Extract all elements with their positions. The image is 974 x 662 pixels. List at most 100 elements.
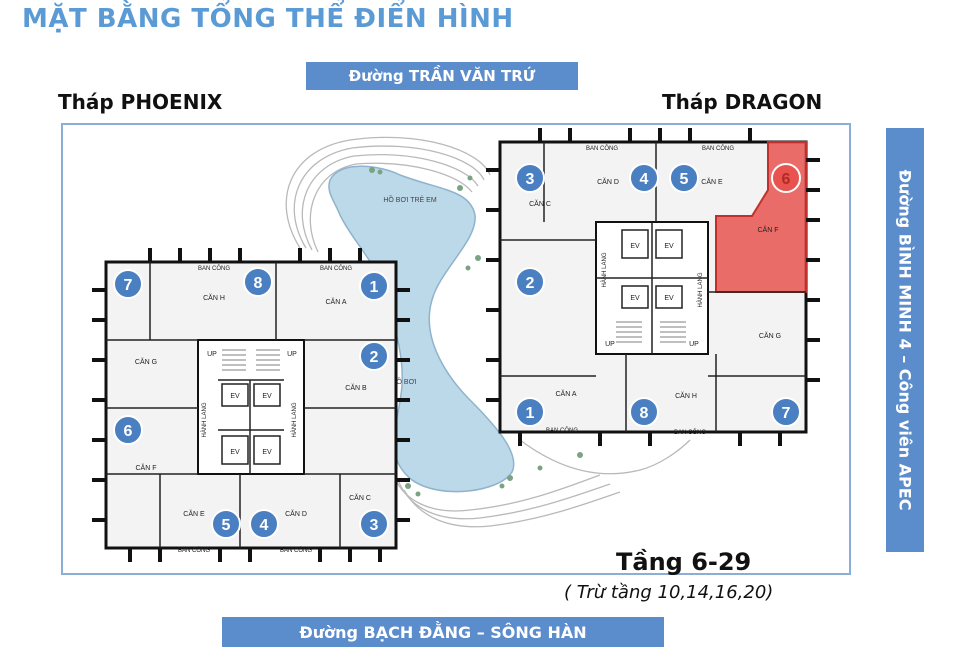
site-frame <box>61 123 851 575</box>
phoenix-balcony-bottom-2: BAN CÔNG <box>280 547 312 554</box>
phoenix-badge-number-3: 3 <box>370 517 379 534</box>
phoenix-badge-numbers: 1 2 3 4 5 6 7 8 <box>124 275 379 534</box>
phoenix-walls <box>106 262 396 548</box>
phoenix-badge-number-6: 6 <box>124 423 133 440</box>
wall-fins <box>92 128 820 562</box>
phoenix-corridor-label-2: HÀNH LANG <box>291 402 298 437</box>
dragon-unit-name-f: CĂN F <box>758 225 779 234</box>
dragon-badge-number-1: 1 <box>526 405 535 422</box>
phoenix-badge-number-4: 4 <box>260 517 269 534</box>
dragon-badge-1 <box>515 397 545 427</box>
dragon-badge-number-6: 6 <box>782 171 791 188</box>
dragon-badge-number-4: 4 <box>640 171 649 188</box>
road-east-label: Đường BÌNH MINH 4 – Công viên APEC <box>886 128 924 552</box>
phoenix-elevator-1 <box>221 383 249 407</box>
phoenix-unit-name-d: CĂN D <box>285 509 307 518</box>
dragon-tower: EV EV EV EV UP UP HÀNH LANG HÀNH LANG BA… <box>498 140 808 436</box>
dragon-tower-title: Tháp DRAGON <box>662 90 823 114</box>
phoenix-badge-3 <box>359 509 389 539</box>
phoenix-badge-8 <box>243 267 273 297</box>
floor-range-label: Tầng 6-29 <box>616 548 752 576</box>
phoenix-unit-name-f: CĂN F <box>136 463 157 472</box>
floor-exception-note: ( Trừ tầng 10,14,16,20) <box>564 582 774 603</box>
phoenix-elevator-2 <box>253 383 281 407</box>
dragon-badge-number-7: 7 <box>782 405 791 422</box>
dragon-ev-label-1: EV <box>630 243 640 250</box>
phoenix-badge-7 <box>113 269 143 299</box>
phoenix-badge-5 <box>211 509 241 539</box>
dragon-ev-label-4: EV <box>664 295 674 302</box>
dragon-balcony-bottom-2: BAN CÔNG <box>674 429 706 436</box>
dragon-unit-badges <box>515 163 801 427</box>
dragon-badge-number-8: 8 <box>640 405 649 422</box>
phoenix-unit-name-h: CĂN H <box>203 293 225 302</box>
phoenix-unit-name-a: CĂN A <box>325 297 346 306</box>
phoenix-badge-number-5: 5 <box>222 517 231 534</box>
dragon-corridor-label-1: HÀNH LANG <box>601 252 608 287</box>
dragon-unit-name-e: CĂN E <box>701 177 723 186</box>
dragon-unit-name-c: CĂN C <box>529 199 551 208</box>
phoenix-badge-number-8: 8 <box>254 275 263 292</box>
dragon-badge-7 <box>771 397 801 427</box>
landscape-paths <box>285 136 691 528</box>
phoenix-badge-4 <box>249 509 279 539</box>
dragon-elevator-3 <box>621 285 649 309</box>
phoenix-corridor-label-1: HÀNH LANG <box>201 402 208 437</box>
phoenix-balcony-top-1: BAN CÔNG <box>198 265 230 272</box>
kids-pool-label: HỒ BƠI TRẺ EM <box>383 194 436 204</box>
dragon-badge-number-5: 5 <box>680 171 689 188</box>
phoenix-unit-name-c: CĂN C <box>349 493 371 502</box>
dragon-unit-name-h: CĂN H <box>675 391 697 400</box>
phoenix-unit-name-b: CĂN B <box>345 383 367 392</box>
dragon-badge-numbers: 1 2 3 4 5 6 7 8 <box>526 171 791 422</box>
phoenix-badge-number-2: 2 <box>370 349 379 366</box>
phoenix-badge-number-7: 7 <box>124 277 133 294</box>
dragon-elevator-4 <box>655 285 683 309</box>
road-south-label: Đường BẠCH ĐẰNG – SÔNG HÀN <box>222 617 664 647</box>
dragon-badge-number-3: 3 <box>526 171 535 188</box>
dragon-unit-name-g: CĂN G <box>759 331 781 340</box>
dragon-up-label-2: UP <box>689 341 699 348</box>
dragon-badge-8 <box>629 397 659 427</box>
phoenix-badge-2 <box>359 341 389 371</box>
page-title: MẶT BẰNG TỔNG THỂ ĐIỂN HÌNH <box>22 4 514 34</box>
phoenix-core <box>197 339 305 475</box>
phoenix-unit-name-g: CĂN G <box>135 357 157 366</box>
phoenix-elevator-3 <box>221 435 249 465</box>
dragon-elevator-1 <box>621 229 649 259</box>
phoenix-ev-label-2: EV <box>262 393 272 400</box>
dragon-badge-4 <box>629 163 659 193</box>
dragon-unit-name-d: CĂN D <box>597 177 619 186</box>
phoenix-unit-name-e: CĂN E <box>183 509 205 518</box>
dragon-badge-2 <box>515 267 545 297</box>
phoenix-up-label-1: UP <box>207 351 217 358</box>
dragon-badge-3 <box>515 163 545 193</box>
phoenix-elevator-4 <box>253 435 281 465</box>
dragon-badge-6 <box>771 163 801 193</box>
phoenix-badge-1 <box>359 271 389 301</box>
phoenix-balcony-bottom-1: BAN CÔNG <box>178 547 210 554</box>
road-north-label: Đường TRẦN VĂN TRỨ <box>306 62 578 90</box>
phoenix-badge-number-1: 1 <box>370 279 379 296</box>
phoenix-badge-6 <box>113 415 143 445</box>
phoenix-ev-label-3: EV <box>230 449 240 456</box>
dragon-unit-name-a: CĂN A <box>555 389 576 398</box>
phoenix-ev-label-1: EV <box>230 393 240 400</box>
main-pool-label: HỒ BƠI <box>391 376 416 386</box>
dragon-ev-label-3: EV <box>630 295 640 302</box>
dragon-balcony-top-2: BAN CÔNG <box>702 145 734 152</box>
dragon-corridor-label-2: HÀNH LANG <box>697 272 704 307</box>
phoenix-tower-title: Tháp PHOENIX <box>58 90 223 114</box>
phoenix-ev-label-4: EV <box>262 449 272 456</box>
dragon-ev-label-2: EV <box>664 243 674 250</box>
vegetation <box>369 167 583 497</box>
phoenix-balcony-top-2: BAN CÔNG <box>320 265 352 272</box>
dragon-badge-number-2: 2 <box>526 275 535 292</box>
dragon-elevator-2 <box>655 229 683 259</box>
phoenix-unit-badges <box>113 267 389 539</box>
phoenix-up-label-2: UP <box>287 351 297 358</box>
phoenix-tower: EV EV EV EV UP UP HÀNH LANG HÀNH LANG BA… <box>104 260 398 554</box>
dragon-stairs <box>616 321 686 343</box>
